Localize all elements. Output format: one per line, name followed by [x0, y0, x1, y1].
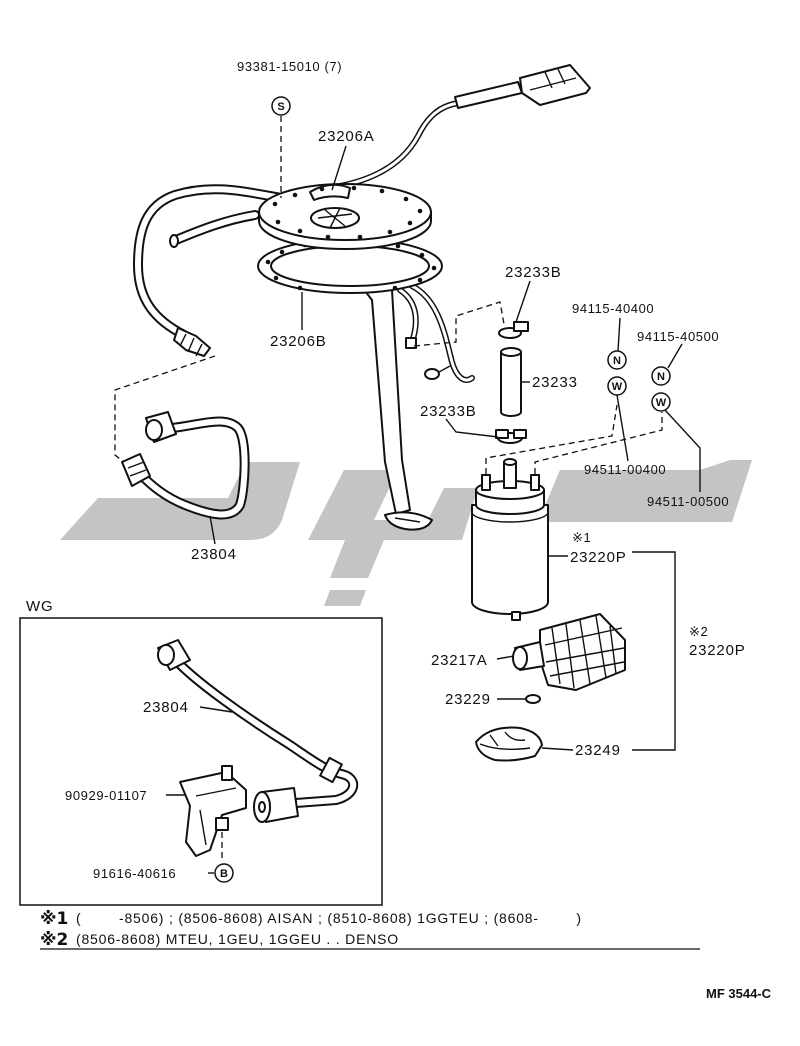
label-nut-a: 94115-40400	[572, 301, 654, 316]
wg-label-hose: 23804	[143, 699, 189, 716]
hose-clamp-bottom	[495, 429, 527, 444]
label-screw: 93381-15010 (7)	[237, 59, 342, 74]
fuel-hose-23804	[121, 411, 250, 520]
sender-flange	[258, 183, 432, 250]
label-gasket: 23206B	[270, 333, 327, 350]
hose-23233	[500, 347, 522, 417]
gasket	[257, 238, 443, 294]
fuel-pump	[471, 458, 549, 621]
wg-bolt	[215, 817, 229, 831]
bolt-marker-letter: B	[220, 868, 228, 880]
nut-a-marker-letter: N	[613, 355, 621, 367]
connection-dashes	[114, 116, 663, 474]
washer-b-marker-letter: W	[656, 397, 667, 409]
marker-washer-b: W	[651, 392, 671, 412]
pump-cushion	[475, 726, 543, 762]
wg-bracket	[179, 765, 247, 857]
hose-clamp-top	[498, 321, 529, 339]
note-1-text: ( -8506) ; (8506-8608) AISAN ; (8510-860…	[76, 910, 582, 926]
o-ring	[525, 694, 541, 704]
sender-bracket	[329, 229, 475, 531]
label-gauge-flange: 23206A	[318, 128, 375, 145]
note-2-mark: ※2	[40, 930, 68, 950]
wg-panel: WG B 23804 909	[19, 598, 383, 906]
wg-panel-title: WG	[26, 598, 53, 615]
fuel-filter	[512, 613, 626, 691]
marker-washer-a: W	[607, 376, 627, 396]
label-hose-23233: 23233	[532, 374, 578, 391]
washer-a-marker-letter: W	[612, 381, 623, 393]
marker-nut-a: N	[607, 350, 627, 370]
marker-bolt: B	[214, 863, 234, 883]
sender-fuel-tube	[133, 184, 305, 357]
wg-label-bracket: 90929-01107	[65, 788, 147, 803]
label-nut-b: 94115-40500	[637, 329, 719, 344]
label-o-ring: 23229	[445, 691, 491, 708]
label-hose-23804: 23804	[191, 546, 237, 563]
pump-note-mark: ※1	[572, 530, 591, 545]
label-pump-alt: 23220P	[689, 642, 746, 659]
label-clamp-bottom: 23233B	[420, 403, 477, 420]
figure-code: MF 3544-C	[706, 986, 772, 1001]
marker-nut-b: N	[651, 366, 671, 386]
label-filter: 23217A	[431, 652, 488, 669]
label-cushion: 23249	[575, 742, 621, 759]
label-washer-b: 94511-00500	[647, 494, 729, 509]
pump-alt-note-mark: ※2	[689, 624, 708, 639]
marker-screw: S	[271, 96, 291, 116]
footnotes: ※1 ( -8506) ; (8506-8608) AISAN ; (8510-…	[40, 909, 700, 950]
label-washer-a: 94511-00400	[584, 462, 666, 477]
nut-b-marker-letter: N	[657, 371, 665, 383]
note-1-mark: ※1	[40, 909, 68, 929]
label-pump: 23220P	[570, 549, 627, 566]
wire-harness	[337, 64, 591, 189]
wg-label-bolt: 91616-40616	[93, 866, 176, 881]
leader-lines	[209, 145, 701, 751]
label-clamp-top: 23233B	[505, 264, 562, 281]
note-2-text: (8506-8608) MTEU, 1GEU, 1GGEU . . DENSO	[76, 931, 399, 947]
screw-marker-letter: S	[277, 101, 284, 113]
wg-hose	[157, 639, 359, 808]
wg-panel-frame	[19, 617, 383, 906]
wg-filter-body	[253, 787, 299, 823]
